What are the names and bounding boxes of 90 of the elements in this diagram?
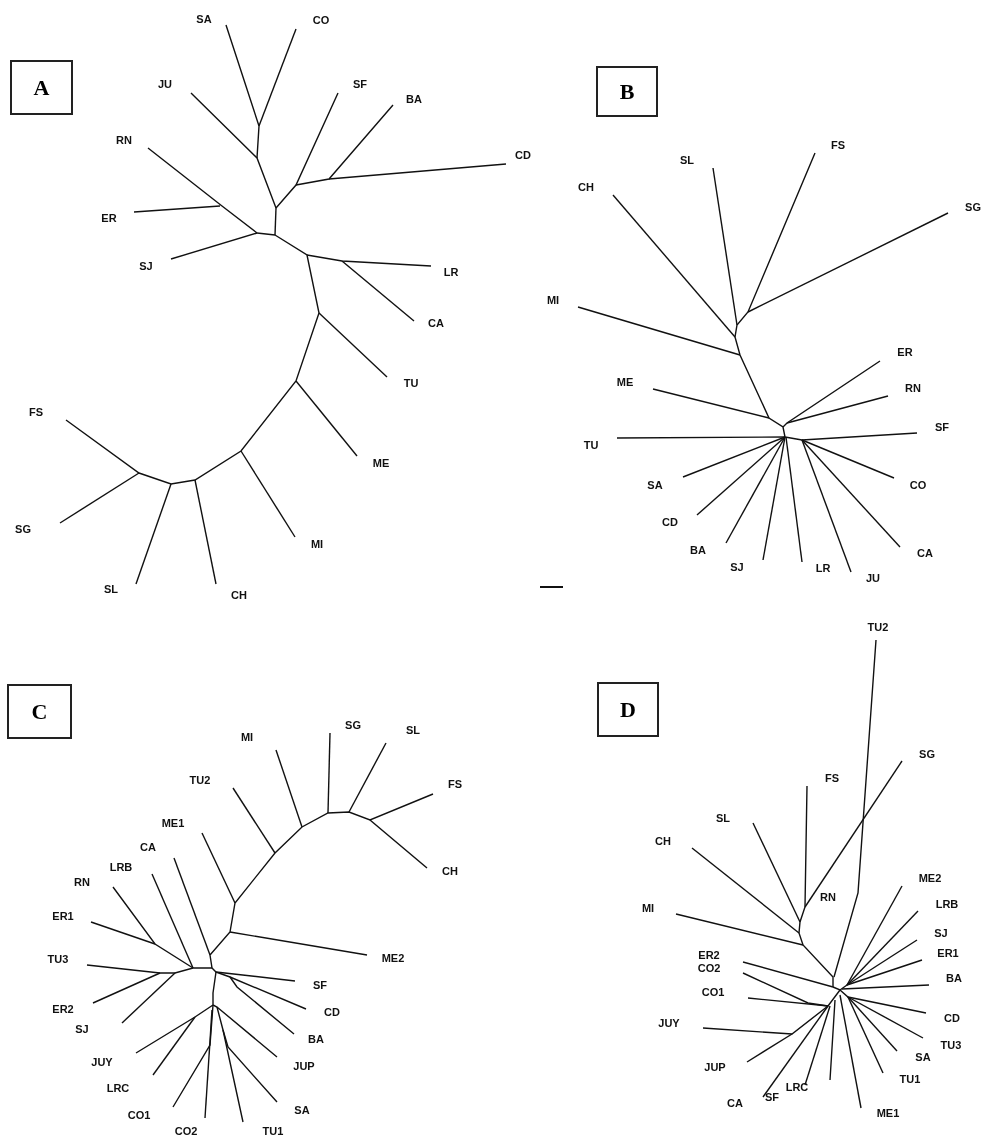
taxon-label: TU2 [189, 774, 211, 786]
taxon-label: SG [15, 523, 31, 535]
taxon-label: BA [308, 1033, 324, 1045]
taxon-label: TU [583, 439, 599, 451]
taxon-label: JU [157, 78, 173, 90]
taxon-label: BA [406, 93, 422, 105]
taxon-label: RN [905, 382, 921, 394]
panel-letter-box: A [10, 60, 73, 115]
taxon-label: TU3 [940, 1039, 962, 1051]
taxon-label: SA [294, 1104, 310, 1116]
taxon-label: MI [641, 902, 655, 914]
taxon-label: CA [428, 317, 444, 329]
taxon-label: SF [312, 979, 328, 991]
panel-letter-box: C [7, 684, 72, 739]
taxon-label: TU1 [262, 1125, 284, 1137]
taxon-label: LRC [785, 1081, 809, 1093]
taxon-label: TU [403, 377, 419, 389]
taxon-label: JU [865, 572, 881, 584]
taxon-label: ME [372, 457, 390, 469]
taxon-label: SA [915, 1051, 931, 1063]
taxon-label: CA [140, 841, 156, 853]
taxon-label: TU2 [867, 621, 889, 633]
taxon-label: BA [690, 544, 706, 556]
taxon-label: SL [103, 583, 119, 595]
taxon-label: ME2 [381, 952, 405, 964]
taxon-label: LRB [109, 861, 133, 873]
taxon-label: CH [655, 835, 671, 847]
taxon-label: CA [727, 1097, 743, 1109]
taxon-label: CH [442, 865, 458, 877]
taxon-label: CO [312, 14, 330, 26]
taxon-label: ME1 [161, 817, 185, 829]
taxon-label: CH [231, 589, 247, 601]
taxon-label: ER [101, 212, 117, 224]
taxon-label: RN [820, 891, 836, 903]
taxon-label: SJ [75, 1023, 89, 1035]
taxon-label: CD [515, 149, 531, 161]
taxon-label: SJ [730, 561, 744, 573]
taxon-label: ER1 [52, 910, 74, 922]
taxon-label: RN [116, 134, 132, 146]
taxon-label: ER [897, 346, 913, 358]
taxon-label: FS [447, 778, 463, 790]
panel-letter-box: D [597, 682, 659, 737]
taxon-label: MI [310, 538, 324, 550]
taxon-label: SF [934, 421, 950, 433]
taxon-label: CO1 [701, 986, 725, 998]
taxon-label: MI [546, 294, 560, 306]
taxon-label: SG [345, 719, 361, 731]
taxon-label: LRC [106, 1082, 130, 1094]
taxon-label: MI [240, 731, 254, 743]
taxon-label: CH [578, 181, 594, 193]
taxon-label: JUY [91, 1056, 113, 1068]
taxon-label: JUP [704, 1061, 726, 1073]
taxon-label: SA [196, 13, 212, 25]
taxon-label: CD [324, 1006, 340, 1018]
taxon-label: JUY [658, 1017, 680, 1029]
taxon-label: RN [74, 876, 90, 888]
taxon-label: ME [616, 376, 634, 388]
taxon-label: SL [405, 724, 421, 736]
taxon-label: CD [662, 516, 678, 528]
taxon-label: SF [352, 78, 368, 90]
taxon-label: SA [647, 479, 663, 491]
taxon-label: LR [443, 266, 459, 278]
taxon-label: CO2 [697, 962, 721, 974]
taxon-label: CO [909, 479, 927, 491]
panel-letter-box: B [596, 66, 658, 117]
taxon-label: ME1 [876, 1107, 900, 1119]
taxon-label: JUP [293, 1060, 315, 1072]
taxon-label: ER2 [698, 949, 720, 961]
taxon-label: LR [815, 562, 831, 574]
taxon-label: SG [919, 748, 935, 760]
taxon-label: SJ [934, 927, 948, 939]
taxon-label: FS [28, 406, 44, 418]
taxon-label: FS [824, 772, 840, 784]
taxon-label: CD [944, 1012, 960, 1024]
taxon-label: SJ [139, 260, 153, 272]
taxon-label: CO2 [174, 1125, 198, 1137]
taxon-label: FS [830, 139, 846, 151]
taxon-label: BA [946, 972, 962, 984]
taxon-label: TU1 [899, 1073, 921, 1085]
taxon-label: SF [764, 1091, 780, 1103]
taxon-label: LRB [935, 898, 959, 910]
taxon-label: CA [917, 547, 933, 559]
taxon-label: TU3 [47, 953, 69, 965]
taxon-label: SL [679, 154, 695, 166]
taxon-label: ER2 [52, 1003, 74, 1015]
taxon-label: SL [715, 812, 731, 824]
taxon-label: ER1 [937, 947, 959, 959]
taxon-label: ME2 [918, 872, 942, 884]
taxon-label: CO1 [127, 1109, 151, 1121]
taxon-label: SG [965, 201, 981, 213]
